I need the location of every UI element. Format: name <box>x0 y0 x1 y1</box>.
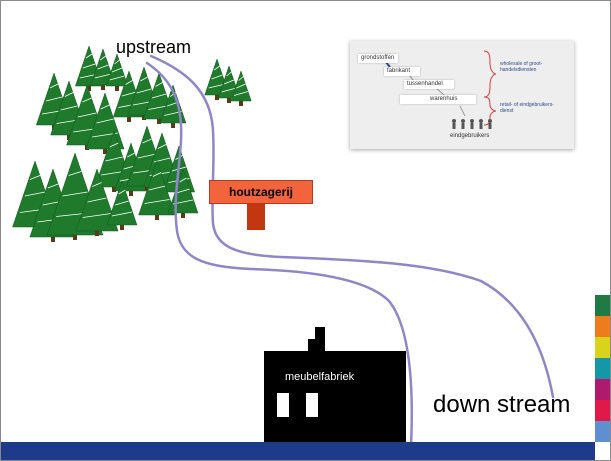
side-strip-teal <box>595 358 610 379</box>
inset-arrow-3 <box>435 87 445 96</box>
river <box>145 54 555 448</box>
pine-tree <box>75 168 119 236</box>
inset-intermediary: tussenhandel <box>407 81 443 87</box>
inset-store: warenhuis <box>430 96 458 102</box>
forest <box>12 45 252 242</box>
inset-end-users: eindgebruikers <box>450 133 490 139</box>
wholesale-note-line1: wholesale of groot- <box>500 61 543 67</box>
end-user-figures <box>452 119 492 129</box>
side-strip-orange <box>595 316 610 337</box>
inset-arrow-4 <box>459 105 466 117</box>
pine-tree <box>106 180 138 230</box>
inset-box-manufacturer <box>384 67 420 76</box>
sawmill-sign: houtzagerij <box>209 180 313 204</box>
downstream-label: down stream <box>433 391 571 418</box>
pine-tree <box>138 160 176 220</box>
inset-box-store <box>400 95 476 104</box>
factory-window-right <box>306 393 318 417</box>
river-bank-left <box>145 61 414 448</box>
inset-raw-materials: grondstoffen <box>361 55 395 61</box>
side-strip-blue <box>595 421 610 442</box>
inset-manufacturer: fabrikant <box>387 68 411 74</box>
retail-note-line1: retail- of eindgebruikers- <box>500 102 554 108</box>
pine-tree <box>230 70 252 106</box>
pine-tree <box>105 53 129 91</box>
river-bank-right <box>149 54 555 399</box>
factory-label: meubelfabriek <box>285 371 355 383</box>
supply-chain-inset: grondstoffen fabrikant tussenhandel ware… <box>350 41 574 149</box>
wholesale-note-line2: handelsdiensten <box>500 67 537 73</box>
bottom-bar <box>1 442 595 460</box>
factory-building <box>264 327 406 446</box>
inset-box-intermediary <box>404 80 454 89</box>
retail-note-line2: dienst <box>500 108 514 114</box>
sawmill-sign-post <box>247 204 265 230</box>
side-strip-yellow <box>595 337 610 358</box>
upstream-label: upstream <box>116 37 192 57</box>
factory-window-left <box>277 393 289 417</box>
side-strip-red <box>595 400 610 421</box>
wholesale-brace <box>483 50 497 98</box>
inset-box-raw-materials <box>358 54 398 63</box>
side-strip-magenta <box>595 379 610 400</box>
side-strip-green <box>595 295 610 316</box>
pine-tree <box>90 48 116 90</box>
